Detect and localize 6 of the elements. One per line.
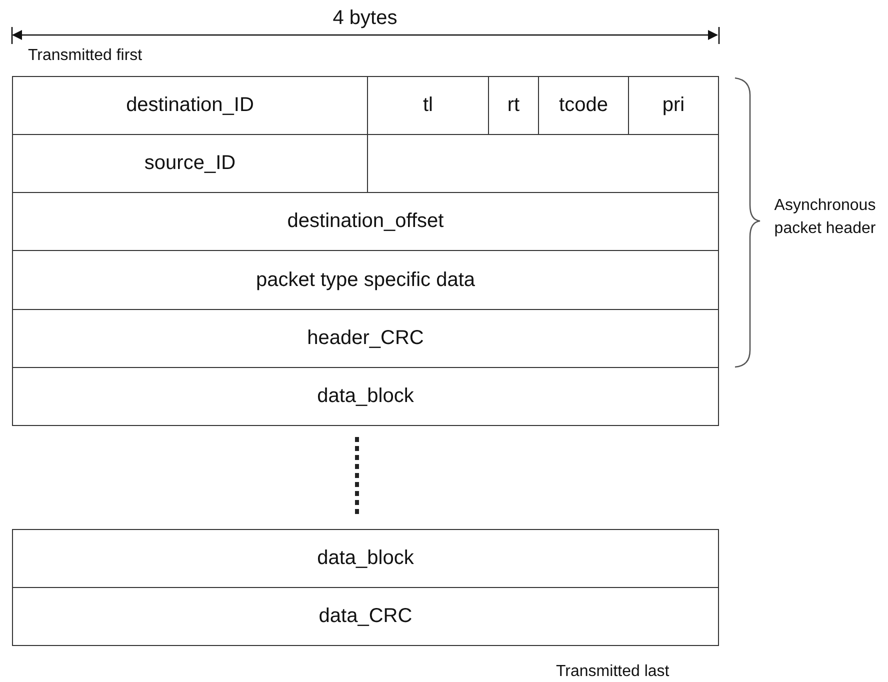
annotation-text: Asynchronous packet header [773,196,877,240]
annotation-text: 4 bytes [332,6,398,31]
field-cell: data_CRC [12,587,719,646]
annotation-text: Transmitted last [556,662,670,682]
field-cell: data_block [12,529,719,588]
annotation-text: Transmitted first [28,46,142,66]
